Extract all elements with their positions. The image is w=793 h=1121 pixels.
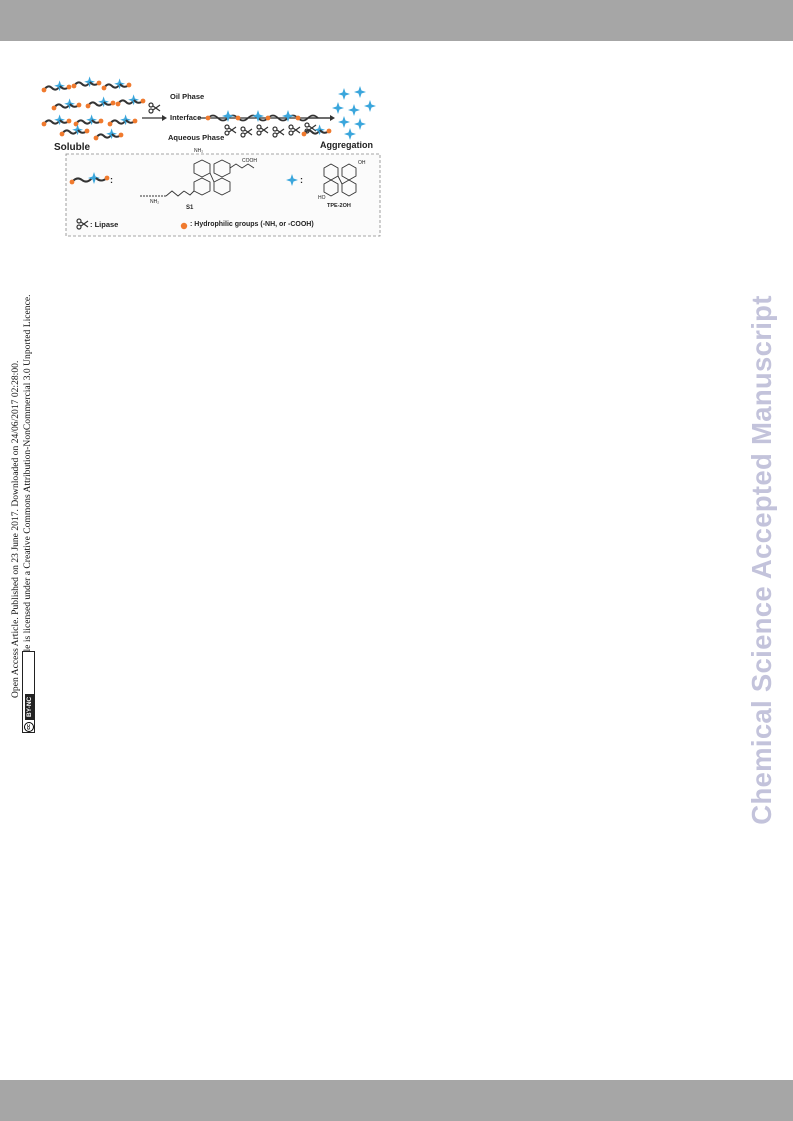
ho-label: HO [318,195,326,201]
cc-license-badge[interactable]: cc BY-NC [22,651,35,733]
tpe-2oh-structure [323,163,357,197]
oil-phase-label: Oil Phase [170,92,205,101]
soluble-label: Soluble [54,142,91,153]
scheme-figure: Soluble Oil Phase Interface Aqueous Phas… [38,72,383,237]
tpe-colon: : [300,175,303,185]
soluble-probes [42,76,146,140]
probe-colon: : [110,175,113,185]
aqueous-phase-label: Aqueous Phase [168,133,225,142]
nh2-label-top: NH₂ [194,148,204,154]
accepted-manuscript-watermark: Chemical Science Accepted Manuscript [746,295,777,825]
page-footer-bar [0,1080,793,1121]
aggregated-stars [332,86,376,140]
aggregation-label: Aggregation [320,140,373,150]
interface-label: Interface [170,113,202,122]
hydrophilic-legend: : Hydrophilic groups (-NH, or -COOH) [190,221,314,228]
page-header-bar [0,0,793,41]
licence-notice[interactable]: This article is licensed under a Creativ… [22,294,33,688]
s1-label: S1 [186,205,194,211]
interface-probes [205,110,332,138]
cc-badge-label: BY-NC [24,693,34,720]
cc-logo-icon: cc [24,722,34,732]
open-access-notice: Open Access Article. Published on 23 Jun… [10,360,21,698]
cooh-label: COOH [242,158,257,164]
tpe-2oh-label: TPE-2OH [327,203,351,209]
oh-label: OH [358,160,366,166]
scheme-graphic [38,72,381,237]
nh2-label-bottom: NH₂ [150,199,160,205]
s1-structure [140,159,255,197]
probe-legend-icon [69,172,110,185]
lipase-legend: : Lipase [90,220,119,229]
